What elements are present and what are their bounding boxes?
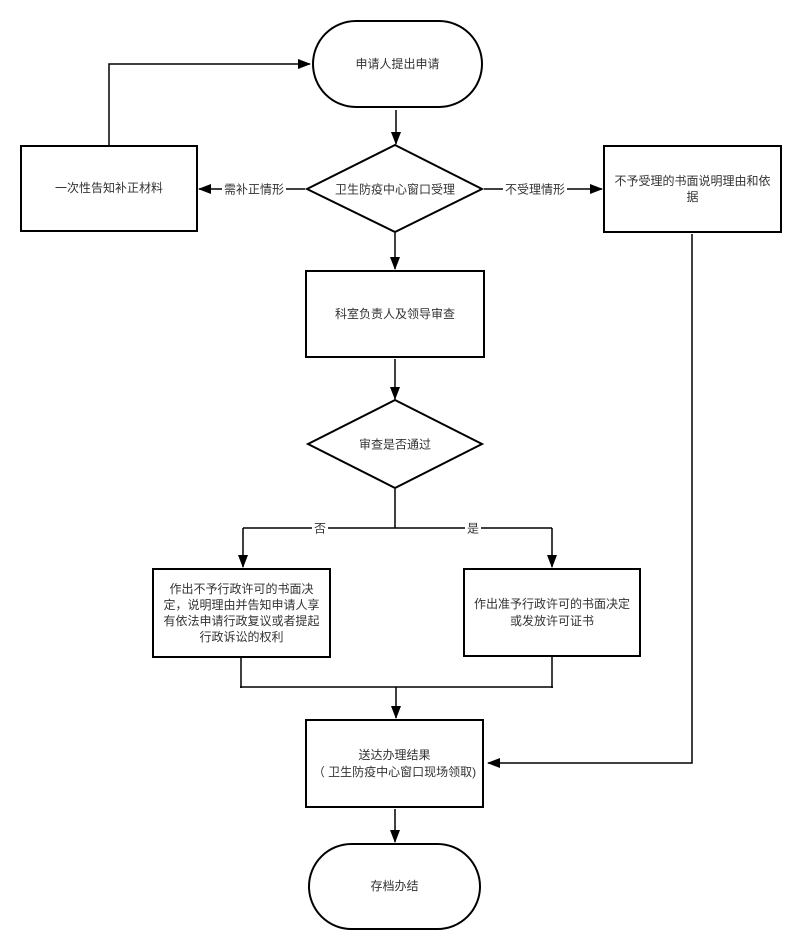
node-start: 申请人提出申请	[312, 20, 483, 108]
edge-rejection-to-deliver	[487, 234, 693, 768]
node-leader-review-label: 科室负责人及领导审查	[334, 306, 455, 321]
node-grant-decision: 作出准予行政许可的书面决定或发放许可证书	[463, 568, 641, 657]
node-deny-decision: 作出不予行政许可的书面决定，说明理由并告知申请人享有依法申请行政复议或者提起行政…	[152, 568, 331, 658]
node-deliver-result: 送达办理结果 （ 卫生防疫中心窗口现场领取)	[305, 719, 484, 808]
node-deny-decision-label: 作出不予行政许可的书面决定，说明理由并告知申请人享有依法申请行政复议或者提起行政…	[163, 581, 320, 645]
node-deliver-result-label: 送达办理结果	[358, 748, 431, 763]
node-supplement-notice: 一次性告知补正材料	[20, 145, 198, 232]
edge-label-yes: 是	[464, 519, 482, 537]
edge-label-need-supplement: 需补正情形	[221, 180, 287, 198]
node-archive: 存档办结	[308, 843, 481, 930]
node-archive-label: 存档办结	[370, 879, 419, 894]
node-rejection-notice-label: 不予受理的书面说明理由和依据	[614, 173, 771, 204]
edge-label-no: 否	[311, 519, 329, 537]
edge-label-not-accept: 不受理情形	[502, 180, 568, 198]
node-rejection-notice: 不予受理的书面说明理由和依据	[603, 145, 782, 233]
node-leader-review: 科室负责人及领导审查	[305, 270, 485, 358]
node-supplement-notice-label: 一次性告知补正材料	[54, 181, 163, 196]
decision-window-accept-shape	[304, 143, 485, 234]
decision-review-pass-shape	[305, 398, 485, 490]
node-deliver-result-note: （ 卫生防疫中心窗口现场领取)	[312, 764, 477, 779]
edge-supplement-loop-to-start	[108, 59, 311, 145]
node-start-label: 申请人提出申请	[355, 56, 440, 71]
node-window-accept-label: 卫生防疫中心窗口受理	[334, 182, 456, 197]
node-grant-decision-label: 作出准予行政许可的书面决定或发放许可证书	[473, 597, 630, 628]
node-review-pass-label: 审查是否通过	[358, 437, 432, 452]
